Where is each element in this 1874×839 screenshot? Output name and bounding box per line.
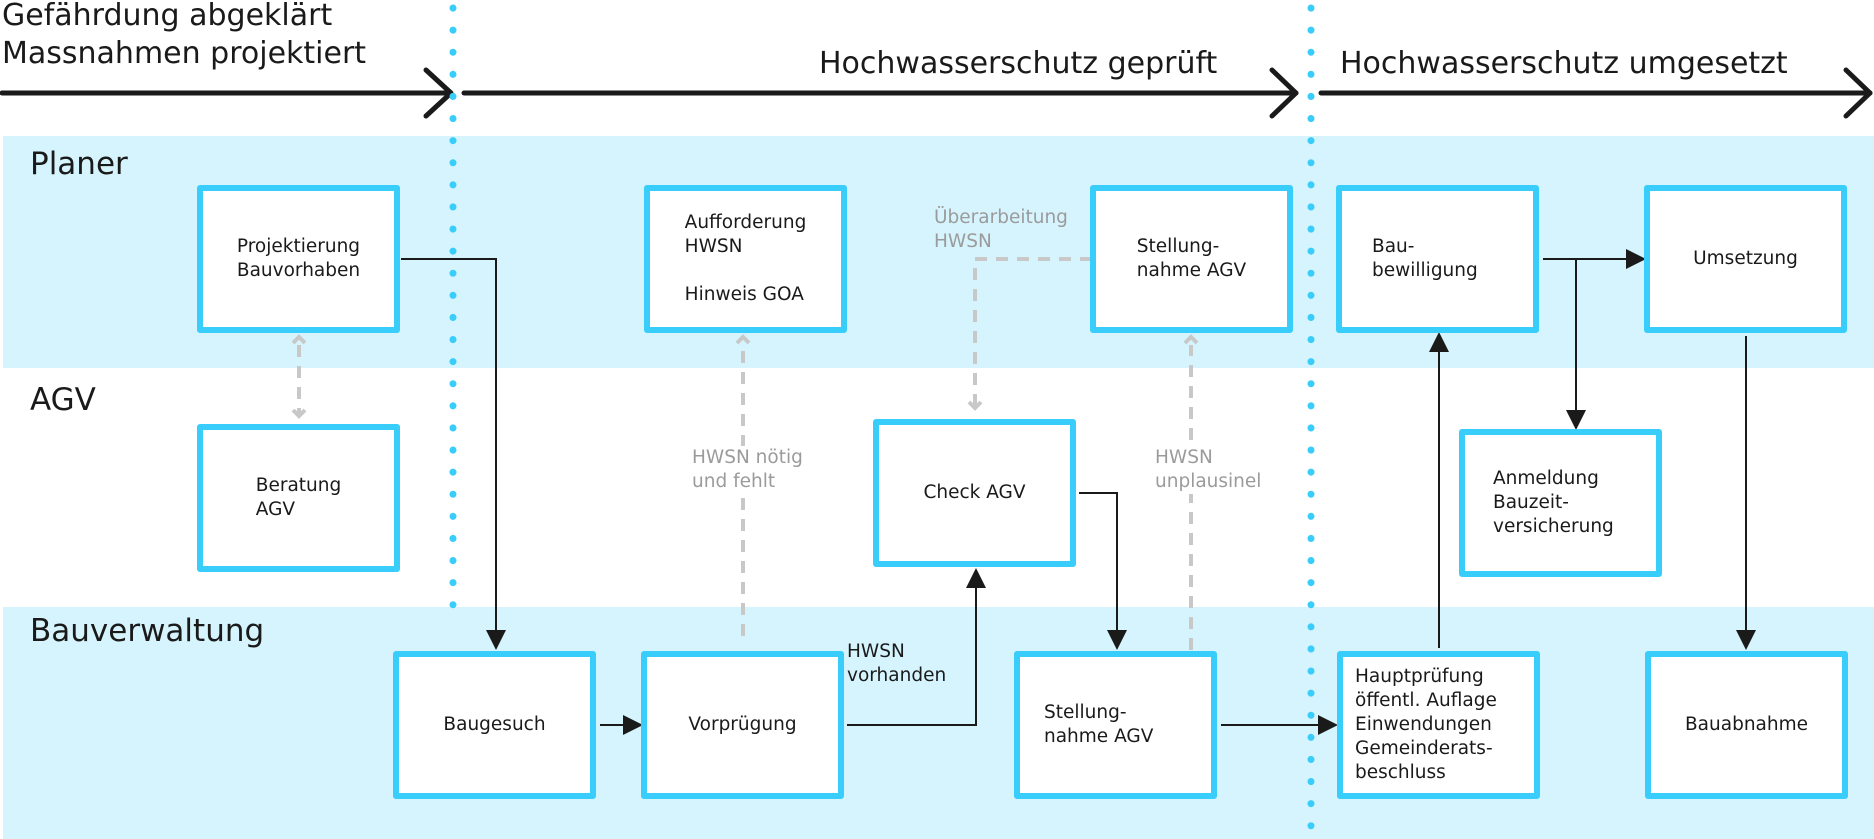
lane-label-bauverwaltung: Bauverwaltung bbox=[30, 613, 265, 649]
box-baubewilligung[interactable]: Bau- bewilligung bbox=[1336, 185, 1539, 333]
box-label: Projektierung Bauvorhaben bbox=[236, 236, 361, 281]
box-label: Bau- bewilligung bbox=[1372, 236, 1478, 281]
phase-label-1: Gefährdung abgeklärt Massnahmen projekti… bbox=[2, 0, 367, 71]
box-hauptpruefung[interactable]: Hauptprüfung öffentl. Auflage Einwendung… bbox=[1337, 651, 1540, 799]
box-anmeldung-bauzeitversicherung[interactable]: Anmeldung Bauzeit- versicherung bbox=[1459, 429, 1662, 577]
box-stellungnahme-agv-bv[interactable]: Stellung- nahme AGV bbox=[1014, 651, 1217, 799]
box-projektierung-bauvorhaben[interactable]: Projektierung Bauvorhaben bbox=[197, 185, 400, 333]
note-hwsn-unplausibel: HWSN unplausinel bbox=[1155, 446, 1262, 494]
lane-bauverwaltung: Bauverwaltung bbox=[3, 607, 1874, 839]
box-label: Vorprügung bbox=[688, 714, 797, 735]
note-ueberarbeitung-hwsn: Überarbeitung HWSN bbox=[934, 207, 1068, 252]
box-label: Anmeldung Bauzeit- versicherung bbox=[1493, 468, 1614, 537]
cond-projektierung-beratung bbox=[291, 334, 307, 419]
phase-arrow-1 bbox=[0, 67, 454, 119]
flow-check-to-stellungnahme bbox=[1079, 492, 1127, 650]
flow-projektierung-to-baugesuch bbox=[401, 258, 506, 650]
lane-agv: AGV bbox=[3, 368, 1874, 607]
box-label: Bauabnahme bbox=[1684, 714, 1809, 735]
box-label: Umsetzung bbox=[1693, 248, 1798, 269]
lane-label-agv: AGV bbox=[30, 382, 96, 418]
box-label: Beratung AGV bbox=[255, 475, 342, 520]
flow-vorpruefung-to-check bbox=[847, 568, 986, 726]
box-vorpruefung[interactable]: Vorprügung bbox=[641, 651, 844, 799]
box-label: Aufforderung HWSN Hinweis GOA bbox=[684, 212, 807, 305]
cond-stellungnahme-bv-to-planer bbox=[1183, 334, 1199, 650]
box-label: Hauptprüfung öffentl. Auflage Einwendung… bbox=[1355, 666, 1497, 783]
cond-stellungnahme-to-check bbox=[967, 257, 1092, 411]
lane-label-planer: Planer bbox=[30, 146, 128, 182]
box-beratung-agv[interactable]: Beratung AGV bbox=[197, 424, 400, 572]
box-label: Stellung- nahme AGV bbox=[1044, 702, 1154, 747]
box-check-agv[interactable]: Check AGV bbox=[873, 419, 1076, 567]
phase-arrow-3 bbox=[1318, 67, 1873, 119]
box-bauabnahme[interactable]: Bauabnahme bbox=[1645, 651, 1848, 799]
note-hwsn-vorhanden: HWSN vorhanden bbox=[847, 641, 947, 686]
note-hwsn-noetig: HWSN nötig und fehlt bbox=[692, 446, 803, 494]
box-umsetzung[interactable]: Umsetzung bbox=[1644, 185, 1847, 333]
box-aufforderung-hwsn[interactable]: Aufforderung HWSN Hinweis GOA bbox=[644, 185, 847, 333]
box-stellungnahme-agv-planer[interactable]: Stellung- nahme AGV bbox=[1090, 185, 1293, 333]
phase-label-3: Hochwasserschutz umgesetzt bbox=[1340, 46, 1788, 81]
box-baugesuch[interactable]: Baugesuch bbox=[393, 651, 596, 799]
box-label: Stellung- nahme AGV bbox=[1136, 236, 1247, 281]
phase-arrow-2 bbox=[461, 67, 1299, 119]
cond-vorpruefung-to-aufforderung bbox=[735, 334, 751, 636]
phase-label-2: Hochwasserschutz geprüft bbox=[819, 46, 1218, 81]
box-label: Check AGV bbox=[923, 482, 1026, 503]
box-label: Baugesuch bbox=[443, 714, 546, 735]
